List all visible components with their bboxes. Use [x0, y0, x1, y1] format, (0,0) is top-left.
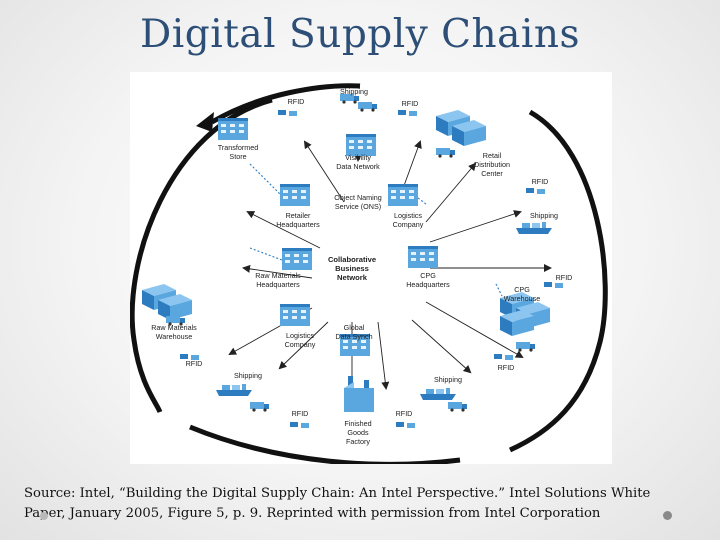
- dotted-link: [495, 283, 503, 297]
- rfid-right-3-icon: [494, 354, 513, 360]
- rfid-bottom-left-label: RFID: [292, 409, 309, 418]
- rfid-top-right-icon: [398, 110, 417, 116]
- spoke-arrow: [278, 321, 329, 370]
- retailer-hq-icon: [280, 184, 310, 206]
- logistics-bottom-icon: [280, 304, 310, 326]
- rfid-bottom-left-icon: [290, 422, 309, 428]
- shipping-left-icon: [216, 384, 269, 412]
- source-line-2: Paper, January 2005, Figure 5, p. 9. Rep…: [24, 506, 601, 521]
- outer-cycle-arrow: [130, 97, 273, 414]
- shipping-bottom-icon: [420, 388, 467, 412]
- raw-warehouse-icon: [142, 284, 192, 326]
- slide-nav-dot: [663, 511, 672, 520]
- rfid-top-right-label: RFID: [402, 99, 419, 108]
- logistics-top-icon: [388, 184, 418, 206]
- dotted-link: [249, 247, 283, 261]
- cpg-hq-icon: [408, 246, 438, 268]
- cpg-warehouse-building-icon: [500, 310, 535, 352]
- shipping-top-label: Shipping: [340, 87, 368, 96]
- dotted-link: [249, 163, 281, 195]
- factory-icon: [344, 376, 374, 412]
- spoke-arrow: [411, 319, 472, 374]
- retail-dc-building-icon: [436, 110, 486, 158]
- spoke-arrow: [242, 264, 313, 279]
- rfid-top-left-icon: [278, 110, 297, 116]
- spoke-arrow: [429, 210, 522, 243]
- rfid-right-3-label: RFID: [498, 363, 515, 372]
- spoke-arrow: [377, 321, 390, 390]
- rfid-bottom-right-icon: [396, 422, 415, 428]
- spoke-arrow: [425, 301, 524, 358]
- rfid-bottom-right-label: RFID: [396, 409, 413, 418]
- spoke-arrow: [303, 140, 345, 203]
- outer-cycle-right: [508, 109, 608, 453]
- rfid-right-1-label: RFID: [532, 177, 549, 186]
- rfid-right-2-icon: [544, 282, 563, 288]
- shipping-right-label: Shipping: [530, 211, 558, 220]
- rfid-left-label: RFID: [186, 359, 203, 368]
- outer-cycle-top: [210, 83, 361, 125]
- shipping-top-truck-icon: [340, 94, 377, 112]
- slide-title: Digital Supply Chains: [140, 12, 580, 57]
- shipping-right-icon: [516, 222, 552, 234]
- source-citation: Source: Intel, “Building the Digital Sup…: [24, 484, 700, 524]
- raw-hq-icon: [282, 248, 312, 270]
- shipping-left-label: Shipping: [234, 371, 262, 380]
- spoke-arrow: [425, 162, 477, 223]
- decorative-dot: [40, 512, 48, 520]
- source-line-1: Source: Intel, “Building the Digital Sup…: [24, 486, 651, 501]
- outer-cycle-bottom: [189, 424, 461, 464]
- shipping-bottom-label: Shipping: [434, 375, 462, 384]
- rfid-top-left-label: RFID: [288, 97, 305, 106]
- spoke-arrow: [246, 211, 321, 249]
- outer-arrowhead: [196, 112, 214, 132]
- rfid-right-2-label: RFID: [556, 273, 573, 282]
- transformed-store-icon: [218, 118, 248, 140]
- rfid-right-1-icon: [526, 188, 545, 194]
